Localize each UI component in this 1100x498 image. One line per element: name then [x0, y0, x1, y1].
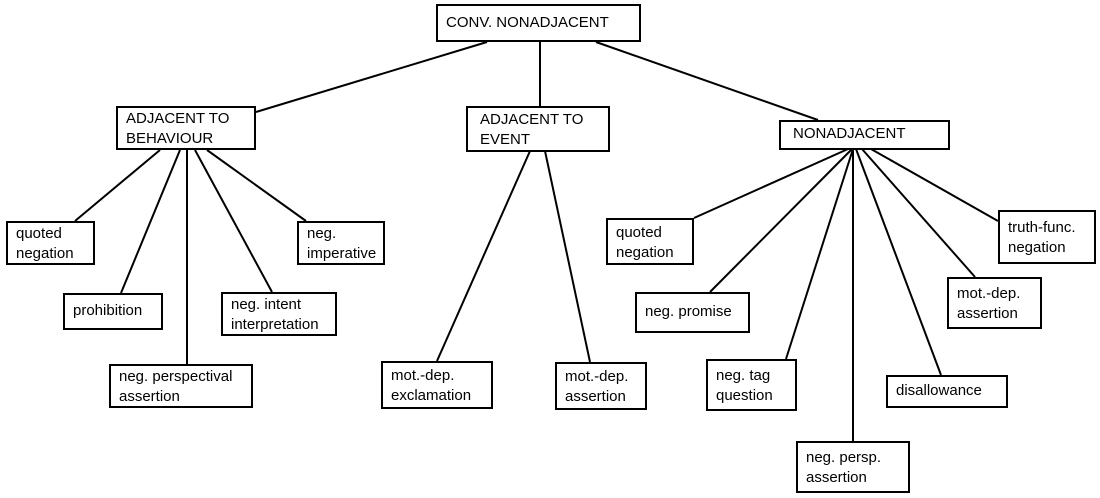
node-nonadjacent: NONADJACENT	[779, 120, 950, 150]
edge-nonadjacent-quoted-negation	[693, 148, 849, 219]
node-ab-quoted-negation: quoted negation	[6, 221, 95, 265]
edge-nonadjacent-neg-promise	[709, 148, 853, 293]
edge-behaviour-quoted-negation	[74, 149, 161, 222]
node-adjacent-to-behaviour: ADJACENT TO BEHAVIOUR	[116, 106, 256, 150]
edge-event-mot-dep-exclamation	[436, 150, 531, 362]
node-na-quoted-negation: quoted negation	[606, 218, 694, 265]
edge-nonadjacent-disallowance	[855, 148, 942, 376]
node-ab-prohibition: prohibition	[63, 293, 163, 330]
node-na-disallowance: disallowance	[886, 375, 1008, 408]
node-ab-neg-perspectival-assertion: neg. perspectival assertion	[109, 364, 253, 408]
node-na-neg-promise: neg. promise	[635, 292, 750, 333]
edge-nonadjacent-mot-dep-assertion	[861, 148, 976, 278]
node-na-truth-func-negation: truth-func. negation	[998, 210, 1096, 264]
node-ab-neg-imperative: neg. imperative	[297, 221, 385, 265]
node-ae-mot-dep-exclamation: mot.-dep. exclamation	[381, 361, 493, 409]
edge-root-adjacent-behaviour	[255, 41, 488, 113]
node-adjacent-to-event: ADJACENT TO EVENT	[466, 106, 610, 152]
node-na-neg-tag-question: neg. tag question	[706, 359, 797, 411]
edge-root-nonadjacent	[595, 41, 819, 121]
edge-behaviour-neg-intent-interpretation	[194, 149, 273, 293]
node-ae-mot-dep-assertion: mot.-dep. assertion	[555, 362, 647, 410]
edge-nonadjacent-neg-tag-question	[785, 148, 854, 360]
node-conv-nonadjacent: CONV. NONADJACENT	[436, 4, 641, 42]
edge-behaviour-neg-imperative	[206, 149, 307, 222]
node-na-neg-persp-assertion: neg. persp. assertion	[796, 441, 910, 493]
edge-event-mot-dep-assertion	[544, 150, 591, 363]
node-ab-neg-intent-interpretation: neg. intent interpretation	[221, 292, 337, 336]
edge-behaviour-prohibition	[120, 149, 181, 294]
node-na-mot-dep-assertion: mot.-dep. assertion	[947, 277, 1042, 329]
edge-nonadjacent-truth-func-negation	[870, 148, 999, 222]
